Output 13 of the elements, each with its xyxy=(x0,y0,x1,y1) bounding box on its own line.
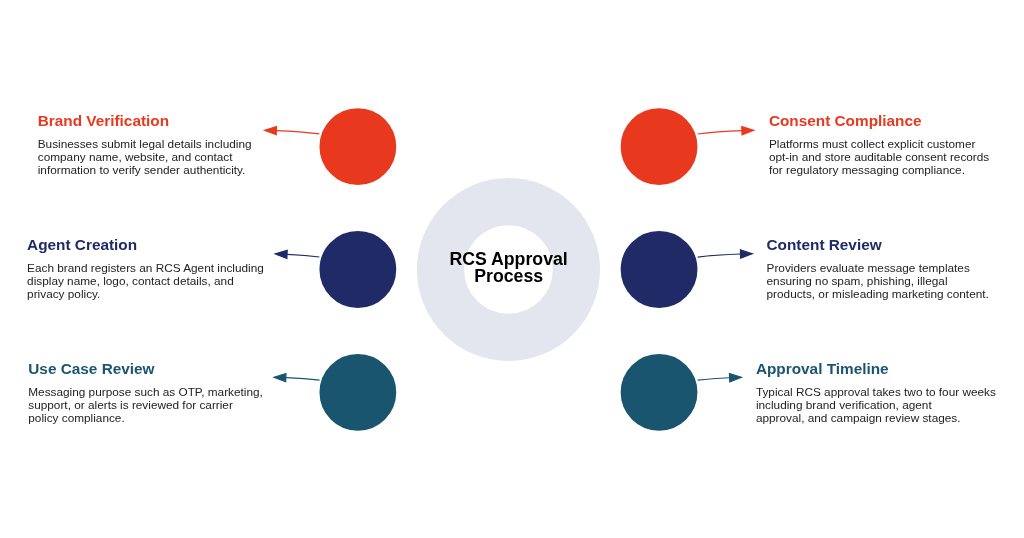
node-text: Content Review Providers evaluate message templates ensuring no spam, phishing, illegal products, or misleading marketing content. xyxy=(766,235,989,301)
node-circle: RCS Approval Process xyxy=(416,177,600,361)
node-text: Agent Creation Each brand registers an RCS Agent including display name, logo, contact details, and privacy policy. xyxy=(27,235,264,301)
arrow xyxy=(697,248,755,259)
arrow xyxy=(272,372,321,383)
node-text: Brand Verification Businesses submit legal details including company name, website, and contact information to verify sender authenticity. xyxy=(37,111,252,177)
node-text: Approval Timeline Typical RCS approval takes two to four weeks including brand verification, agent approval, and campaign review stages. xyxy=(755,359,996,425)
node-text: Consent Compliance Platforms must collect explicit customer opt-in and store auditable consent records for regulatory messaging compliance. xyxy=(768,111,990,177)
arrow xyxy=(697,372,744,383)
node-text: Use Case Review Messaging purpose such as OTP, marketing, support, or alerts is reviewed for carrier policy compliance. xyxy=(28,359,263,425)
arrow xyxy=(697,125,756,136)
arrow xyxy=(273,248,320,259)
arrow xyxy=(262,125,320,136)
